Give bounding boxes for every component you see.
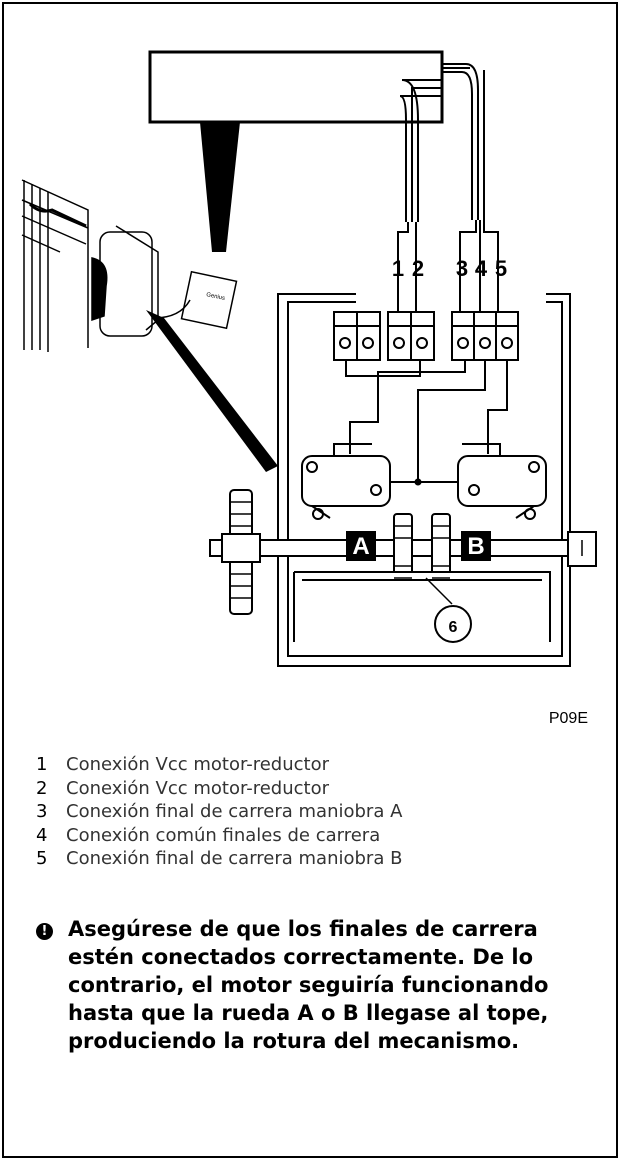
legend-item: 2 Conexión Vcc motor-reductor [36,777,402,801]
cable-motor [399,79,442,222]
legend-text: Conexión Vcc motor-reductor [66,777,330,799]
label-b: B [467,533,484,560]
pointer-wedge [200,122,240,252]
legend-num: 4 [36,824,48,846]
legend-text: Conexión Vcc motor-reductor [66,754,330,775]
legend-text: Conexión final de carrera maniobra A [66,801,403,822]
control-unit-box [148,50,444,124]
terminal-num-2: 2 [412,256,424,281]
legend-item: 3 Conexión final de carrera maniobra A [36,800,402,824]
terminal-num-4: 4 [475,256,488,281]
wiring-diagram: A B 6 1 2 3 4 5 Genius [21,50,597,667]
terminal-num-3: 3 [456,256,468,281]
microswitch-b [457,455,547,507]
warning-block: ! Asegúrese de que los finales de carrer… [36,915,596,1055]
limit-switch-enclosure [277,293,571,667]
legend-item: 4 Conexión común finales de carrera [36,824,402,848]
terminal-num-5: 5 [495,256,507,281]
label-b-box [461,531,491,561]
legend-text: Conexión común finales de carrera [66,824,381,846]
legend-item: 1 Conexión Vcc motor-reductor [36,753,402,777]
exclamation-circle-icon: ! [36,920,62,1055]
warning-text: Asegúrese de que los finales de carrera … [68,917,549,1053]
legend-num: 1 [36,754,48,775]
brand-mark: Genius [206,292,226,302]
cable-limit [442,63,479,220]
callout-6: 6 [449,619,458,636]
legend-text: Conexión final de carrera maniobra B [66,848,403,869]
terminal-num-1: 1 [392,256,404,281]
pointer-wedge-2 [146,310,278,472]
label-a-box [346,531,376,561]
legend-num: 2 [36,777,48,799]
legend-item: 5 Conexión final de carrera maniobra B [36,847,402,871]
callout-6-circle [434,605,472,643]
gate-motor-sketch [21,179,238,352]
legend-num: 5 [36,848,48,869]
figure-code: P09E [548,710,588,727]
legend-num: 3 [36,801,48,822]
terminal-block [333,311,519,361]
label-a: A [352,533,369,560]
